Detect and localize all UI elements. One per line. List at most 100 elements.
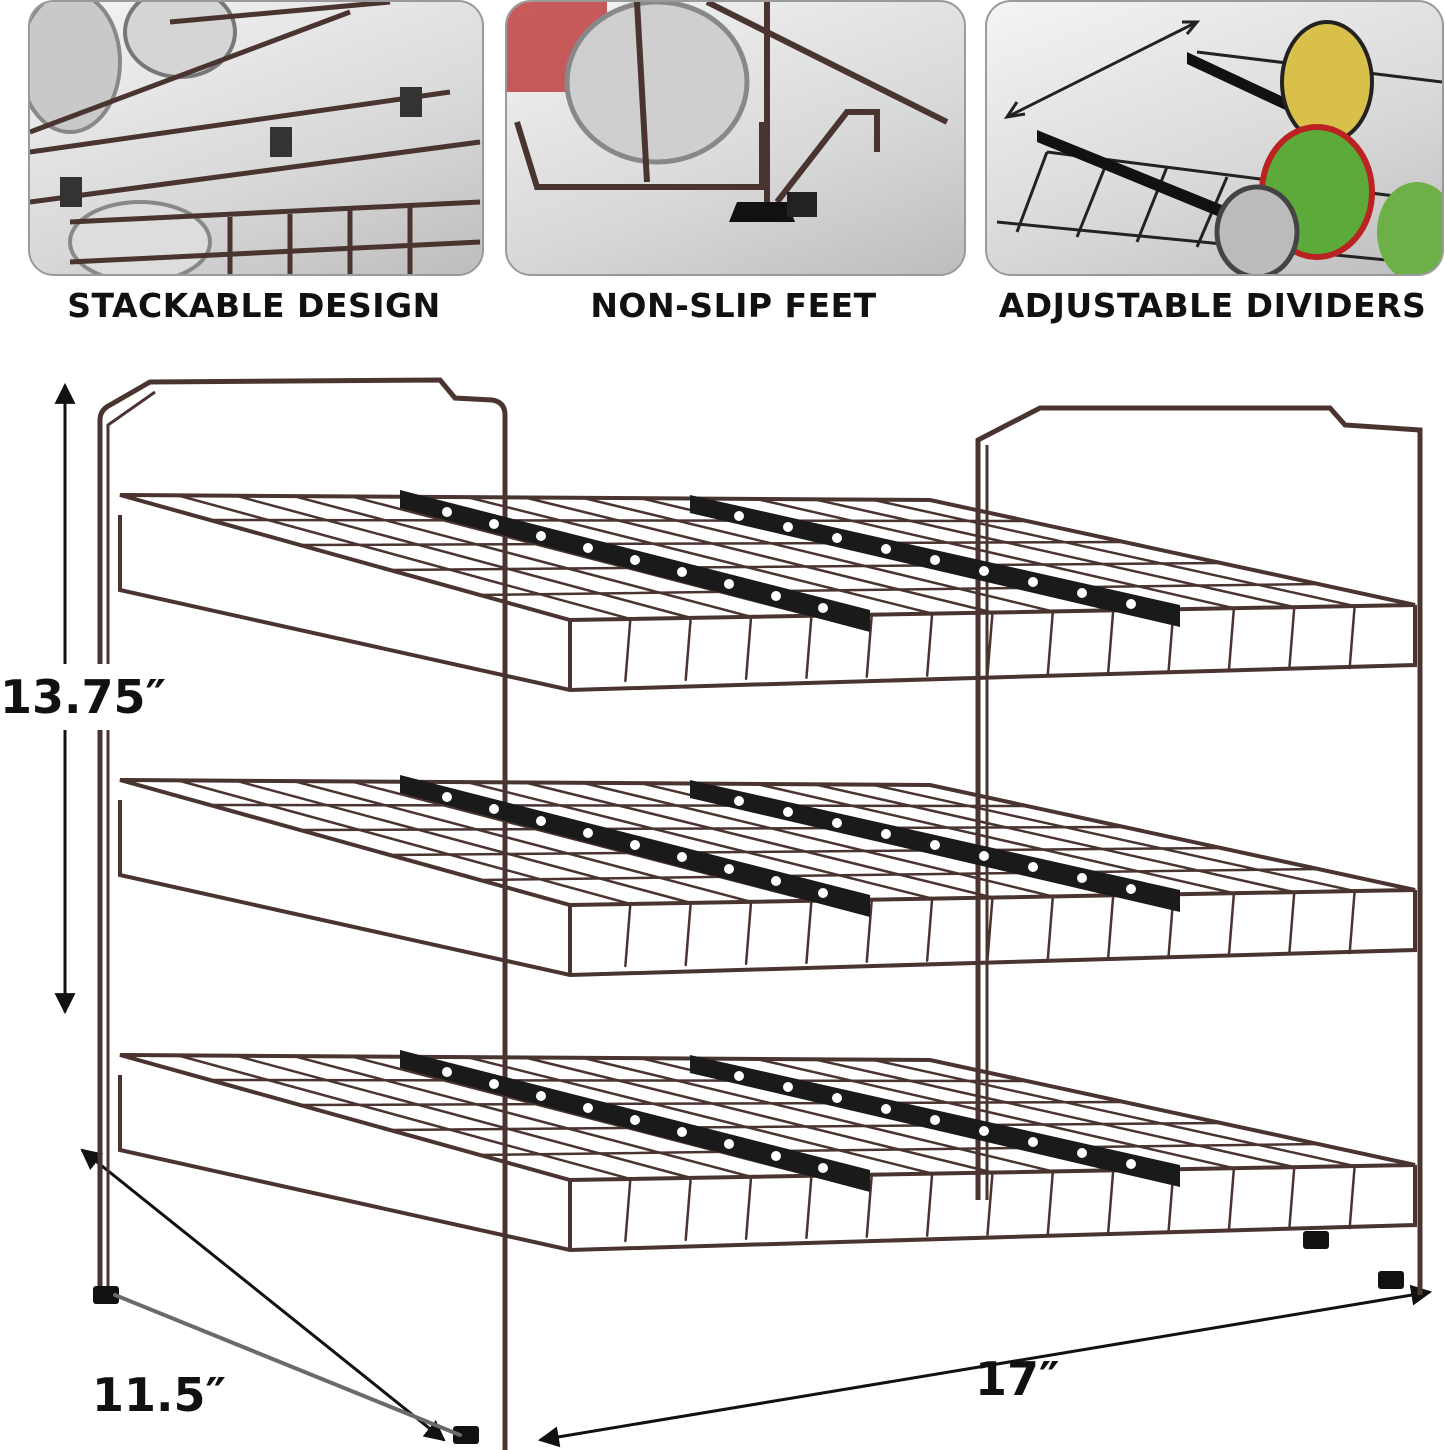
shelf-wire [176,1054,632,1181]
shelf-wire [465,780,934,900]
shelf-wire [870,498,1356,608]
shelf-wire [755,497,1236,610]
divider-hole [832,533,842,543]
shelf-front-wire [1046,1170,1055,1235]
shelf-front-wire [805,1174,813,1239]
depth-dimension-arrow [80,1148,446,1442]
width-dimension-arrow [537,1284,1433,1448]
shelf-wire [813,783,1296,894]
shelf-wire [581,1056,1055,1173]
shelf-wire [581,496,1055,613]
shelf-front-wire [1046,610,1055,675]
divider-hole [536,816,546,826]
shelf-wire [755,782,1236,895]
shelf-wire [176,494,632,621]
divider-hole [783,807,793,817]
shelf-front-wire [744,1175,753,1241]
divider-hole [1077,1148,1087,1158]
divider-hole [724,579,734,589]
divider-hole [536,531,546,541]
shelf-front-wire [925,897,934,962]
divider-hole [734,511,744,521]
divider-hole [583,543,593,553]
shelf-front-wire [684,901,692,967]
divider-hole [734,1071,744,1081]
divider-hole [771,1151,781,1161]
shelf-wire [292,779,753,904]
shelf-front-wire [1106,894,1115,959]
divider-hole [818,603,828,613]
shelf-front-wire [925,1172,934,1237]
shelf-wire [523,781,994,899]
divider-hole [583,828,593,838]
divider-hole [442,1067,452,1077]
stackable-closeup-panel [28,0,484,276]
shelf-wire [234,494,692,620]
shelf-wire [523,1056,994,1174]
shelf-wire [234,779,692,905]
shelf-wire [755,1057,1236,1170]
shelf-cross-wire [298,540,1126,547]
divider-hole [818,888,828,898]
shelf-cross-wire [208,803,1029,808]
shelf-wire [465,1055,934,1175]
shelf-front-wire [865,613,874,678]
shelf-cross-wire [388,561,1223,572]
shelf-front-wire [865,898,874,963]
divider-hole [630,555,640,565]
shelf-cross-wire [388,1121,1223,1132]
shelf-front-wire [865,1173,874,1238]
divider-hole [1028,862,1038,872]
shelf-front-wire [624,617,632,683]
shelf-wire [581,781,1055,898]
divider-hole [489,804,499,814]
divider-hole [1077,588,1087,598]
divider-hole [489,1079,499,1089]
shelf-wire [292,494,753,619]
shelf-cross-wire [478,582,1320,597]
non-slip-foot [1303,1231,1329,1249]
divider-hole [1126,884,1136,894]
divider-hole [930,840,940,850]
divider-hole [881,829,891,839]
shelf-wire [870,783,1356,893]
shelf-front-wire [1348,889,1356,955]
left-base-rail [113,1293,462,1437]
adjustable-dividers-closeup-image [996,20,1442,274]
shelf-front-wire [744,900,753,966]
shelf-wire [813,1058,1296,1169]
divider-hole [442,792,452,802]
divider-hole [1028,1137,1038,1147]
right-side-frame [975,405,1423,1295]
shelf-front-wire [805,899,813,964]
divider-hole [630,840,640,850]
depth-dimension-label: 11.5″ [92,1368,227,1422]
shelf-wire [176,779,632,906]
shelf-front-wire [624,1177,632,1243]
divider-hole [881,544,891,554]
divider-hole [979,851,989,861]
divider-hole [583,1103,593,1113]
shelf-front-wire [744,615,753,681]
shelf-cross-wire [208,1078,1029,1083]
non-slip-feet-closeup-image [507,2,949,222]
divider-hole [1126,599,1136,609]
shelf-wire [234,1054,692,1180]
shelf-front-wire [1227,606,1236,672]
divider-hole [818,1163,828,1173]
divider-hole [536,1091,546,1101]
shelf-cross-wire [208,518,1029,523]
non-slip-foot [1378,1271,1404,1289]
divider-hole [930,1115,940,1125]
shelf-front-wire [1227,891,1236,957]
shelf-front-wire [986,896,994,961]
height-dimension-label: 13.75″ [0,664,167,730]
stackable-closeup-image [30,2,481,274]
shelf-front-wire [986,1171,994,1236]
shelf-front-wire [1227,1166,1236,1232]
shelf-wire [813,498,1296,609]
shelf-cross-wire [388,846,1223,857]
shelf-front-wire [1348,1164,1356,1230]
shelf-front-wire [1348,604,1356,670]
